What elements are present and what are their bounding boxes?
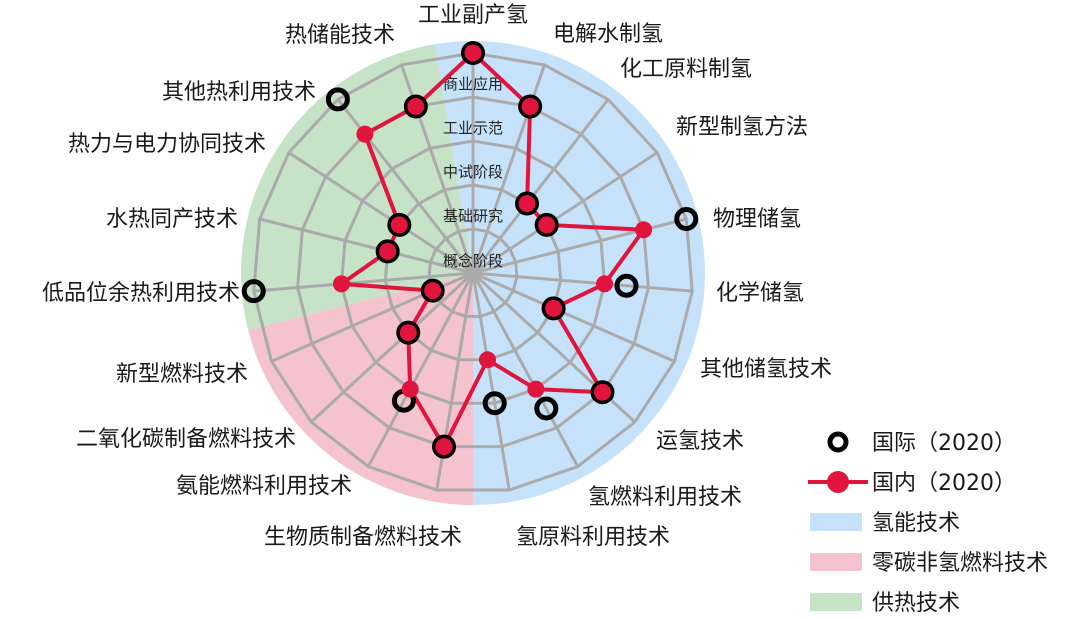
domestic-marker	[356, 125, 374, 143]
category-label: 氢原料利用技术	[516, 525, 670, 550]
international-marker	[403, 94, 428, 119]
international-marker	[534, 212, 559, 237]
category-labels: 工业副产氢电解水制氢化工原料制氢新型制氢方法物理储氢化学储氢其他储氢技术运氢技术…	[42, 3, 832, 550]
grid-spoke	[472, 271, 676, 363]
domestic-marker	[401, 380, 419, 398]
grid-spoke	[288, 151, 474, 275]
domestic-marker	[521, 98, 539, 116]
grid-spoke	[471, 272, 511, 491]
domestic-marker	[545, 299, 563, 317]
international-marker	[461, 41, 485, 65]
international-marker	[387, 212, 412, 237]
level-label: 工业示范	[443, 119, 503, 137]
series-domestic-markers	[332, 44, 653, 456]
domestic-marker	[390, 216, 408, 234]
category-label: 电解水制氢	[553, 22, 663, 47]
category-label: 生物质制备燃料技术	[264, 525, 462, 550]
domestic-marker	[464, 44, 482, 62]
international-marker	[375, 239, 400, 264]
grid-spoke	[472, 151, 658, 275]
category-label: 热力与电力协同技术	[68, 132, 266, 157]
category-label: 新型制氢方法	[676, 115, 808, 140]
category-label: 氢燃料利用技术	[588, 485, 742, 510]
category-label: 热储能技术	[285, 23, 395, 48]
international-marker	[396, 320, 421, 345]
domestic-marker	[596, 275, 614, 293]
level-label: 中试阶段	[443, 163, 503, 181]
category-label: 化工原料制氢	[620, 57, 752, 82]
legend-patch-icon	[810, 593, 862, 611]
legend-marker-icon	[827, 471, 849, 493]
domestic-marker	[379, 242, 397, 260]
category-label: 其他储氢技术	[700, 357, 832, 382]
international-marker	[541, 296, 566, 321]
grid-spoke	[259, 217, 474, 275]
international-marker	[590, 380, 615, 405]
legend-label: 氢能技术	[872, 511, 960, 536]
domestic-marker	[399, 324, 417, 342]
legend-label: 国际（2020）	[872, 431, 1016, 456]
category-label: 氨能燃料利用技术	[176, 474, 352, 499]
legend-patch-icon	[810, 553, 862, 571]
level-label: 基础研究	[443, 207, 503, 225]
international-marker	[420, 278, 445, 303]
domestic-marker	[593, 383, 611, 401]
grid-spoke	[471, 98, 610, 274]
grid-spoke	[366, 272, 475, 468]
domestic-marker	[518, 195, 536, 213]
grid-ring	[252, 51, 694, 492]
domestic-marker	[527, 380, 545, 398]
grid-ring	[339, 139, 607, 405]
category-label: 新型燃料技术	[116, 362, 248, 387]
legend-patch-icon	[810, 513, 862, 531]
domestic-marker	[407, 98, 425, 116]
level-label: 商业应用	[443, 75, 503, 93]
domestic-marker	[478, 351, 496, 369]
grid-ring	[427, 227, 519, 318]
international-marker	[482, 391, 507, 416]
category-label: 运氢技术	[656, 429, 744, 454]
category-label: 其他热利用技术	[162, 80, 316, 105]
international-marker	[518, 94, 543, 119]
legend-label: 国内（2020）	[872, 471, 1016, 496]
international-marker	[432, 434, 457, 459]
legend-label: 供热技术	[872, 591, 960, 616]
international-marker	[534, 396, 559, 421]
international-marker	[674, 206, 699, 231]
category-label: 水热同产技术	[106, 207, 238, 232]
domestic-marker	[538, 216, 556, 234]
category-label: 物理储氢	[713, 207, 801, 232]
domestic-marker	[332, 275, 350, 293]
international-marker	[241, 279, 266, 304]
international-marker	[614, 273, 639, 298]
legend-label: 零碳非氢燃料技术	[872, 551, 1048, 576]
grid-spoke	[472, 271, 693, 293]
category-label: 二氧化碳制备燃料技术	[76, 427, 296, 452]
series-international-markers	[241, 41, 699, 459]
sector-氢能技术	[434, 41, 705, 505]
category-label: 化学储氢	[716, 281, 804, 306]
grid-spoke	[253, 271, 474, 293]
domestic-marker	[435, 438, 453, 456]
international-marker	[325, 87, 350, 112]
category-label: 低品位余热利用技术	[42, 281, 240, 306]
level-labels: 概念阶段 基础研究 中试阶段 工业示范 商业应用	[443, 75, 503, 270]
domestic-marker	[424, 282, 442, 300]
grid-spoke	[471, 272, 580, 468]
legend-open-circle-icon	[827, 431, 849, 453]
grid-ring	[296, 95, 650, 449]
level-label: 概念阶段	[443, 252, 503, 270]
international-marker	[515, 191, 540, 216]
domestic-marker	[635, 221, 653, 239]
grid-spoke	[310, 271, 475, 424]
category-label: 工业副产氢	[418, 3, 528, 28]
